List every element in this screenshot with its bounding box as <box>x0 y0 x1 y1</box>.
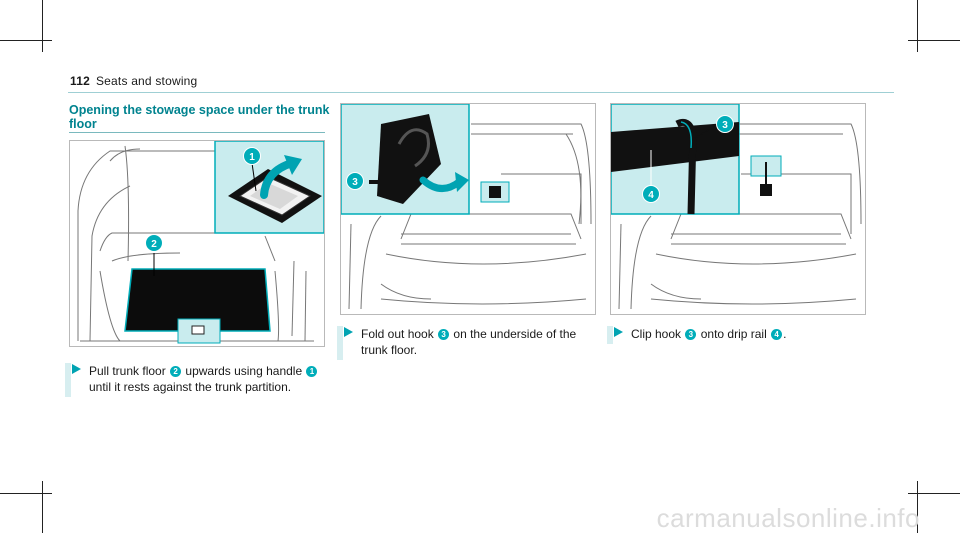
svg-text:1: 1 <box>249 152 255 163</box>
callout-badge: 1 <box>306 366 317 377</box>
step-bar <box>65 363 71 397</box>
figure-trunk-floor: 1 2 <box>69 140 325 347</box>
svg-text:3: 3 <box>722 120 728 131</box>
crop-mark <box>908 493 960 494</box>
svg-text:2: 2 <box>151 239 157 250</box>
instruction-step-3: Clip hook 3 onto drip rail 4. <box>614 326 864 346</box>
callout-badge: 3 <box>685 329 696 340</box>
callout-badge: 4 <box>771 329 782 340</box>
crop-mark <box>908 40 960 41</box>
crop-mark <box>0 40 52 41</box>
instruction-step-2: Fold out hook 3 on the underside of the … <box>344 326 594 360</box>
instruction-step-1: Pull trunk floor 2 upwards using handle … <box>72 363 332 397</box>
trunk-floor-illustration: 1 2 <box>70 141 324 346</box>
page-title: Opening the stowage space under the trun… <box>69 103 331 131</box>
crop-mark <box>42 0 43 52</box>
figure-drip-rail: 3 4 <box>610 103 866 315</box>
hook-underside-illustration: 3 <box>341 104 595 314</box>
page-number: 112 <box>70 74 90 88</box>
step-bar <box>337 326 343 360</box>
callout-2: 2 <box>146 235 163 252</box>
drip-rail-illustration: 3 4 <box>611 104 865 314</box>
title-rule <box>69 132 325 133</box>
crop-mark <box>917 0 918 52</box>
crop-mark <box>42 481 43 533</box>
step-text: Clip hook 3 onto drip rail 4. <box>631 326 786 342</box>
callout-1: 1 <box>244 148 261 165</box>
callout-4: 4 <box>643 186 660 203</box>
step-arrow-icon <box>614 327 623 337</box>
callout-badge: 2 <box>170 366 181 377</box>
step-text: Pull trunk floor 2 upwards using handle … <box>89 363 318 395</box>
watermark: carmanualsonline.info <box>657 503 920 534</box>
step-bar <box>607 326 613 344</box>
crop-mark <box>0 493 52 494</box>
page-header: 112 Seats and stowing <box>70 74 197 88</box>
figure-hook-underside: 3 <box>340 103 596 315</box>
callout-3: 3 <box>717 116 734 133</box>
step-arrow-icon <box>72 364 81 374</box>
svg-text:4: 4 <box>648 190 654 201</box>
svg-text:3: 3 <box>352 177 358 188</box>
callout-badge: 3 <box>438 329 449 340</box>
step-text: Fold out hook 3 on the underside of the … <box>361 326 576 358</box>
section-title: Seats and stowing <box>96 74 197 88</box>
callout-3: 3 <box>347 173 364 190</box>
header-rule <box>68 92 894 93</box>
step-arrow-icon <box>344 327 353 337</box>
